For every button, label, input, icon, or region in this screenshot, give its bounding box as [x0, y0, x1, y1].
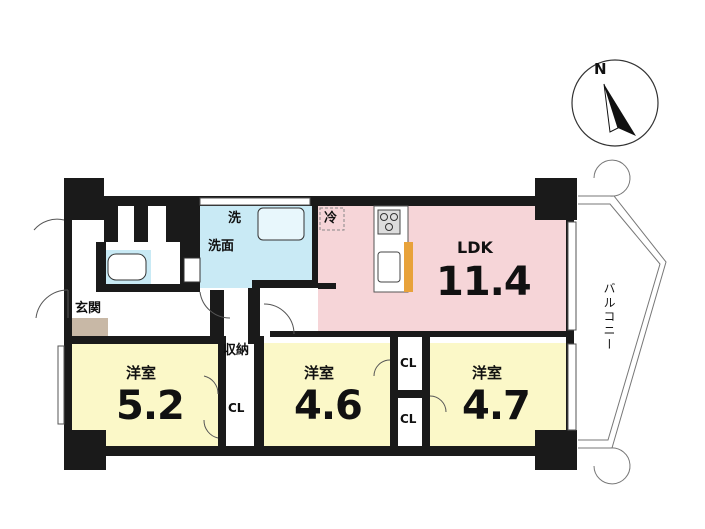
- bedroom1-area: 5.2: [116, 383, 185, 429]
- ldk-name: LDK: [457, 238, 493, 257]
- bedroom1-fill: [72, 343, 218, 446]
- bedroom2-fill: [262, 343, 390, 446]
- ldk-fill: [318, 204, 568, 331]
- bedroom2-area: 4.6: [294, 383, 363, 429]
- pillar-bottom-right: [535, 430, 577, 470]
- windows: [57, 197, 577, 431]
- balcony-outline: [578, 159, 667, 485]
- sink: [377, 251, 401, 283]
- stove: [377, 209, 401, 235]
- toilet: [107, 253, 147, 281]
- bathtub: [257, 207, 305, 241]
- balcony-label: バルコニー: [602, 282, 616, 352]
- door-swings: [33, 218, 447, 439]
- entrance-label: 玄関: [75, 301, 102, 316]
- compass-icon: [571, 59, 659, 147]
- pillar-top-right: [535, 178, 577, 220]
- pillar-bottom-left: [64, 430, 106, 470]
- pillar-top-left: [64, 178, 104, 220]
- washbasin: [183, 257, 201, 283]
- ldk-area: 11.4: [436, 259, 532, 305]
- laundry-label: 洗: [228, 211, 242, 226]
- fridge-space: [319, 207, 345, 231]
- bedroom3-fill: [430, 343, 568, 446]
- washroom-fill: [200, 206, 252, 288]
- bedroom1-name: 洋室: [126, 364, 157, 382]
- bedroom3-name: 洋室: [472, 364, 503, 382]
- storage-label: 収納: [223, 343, 250, 358]
- washroom-label: 洗面: [208, 239, 235, 254]
- fridge-label: 冷: [324, 211, 338, 226]
- bedroom3-area: 4.7: [462, 383, 531, 429]
- bedroom2-name: 洋室: [304, 364, 335, 382]
- compass-north-label: N: [594, 60, 607, 78]
- closet-label-2: CL: [400, 356, 417, 370]
- kitchen-accent: [404, 242, 413, 292]
- closet-label-3: CL: [400, 412, 417, 426]
- closet-label-1: CL: [228, 401, 245, 415]
